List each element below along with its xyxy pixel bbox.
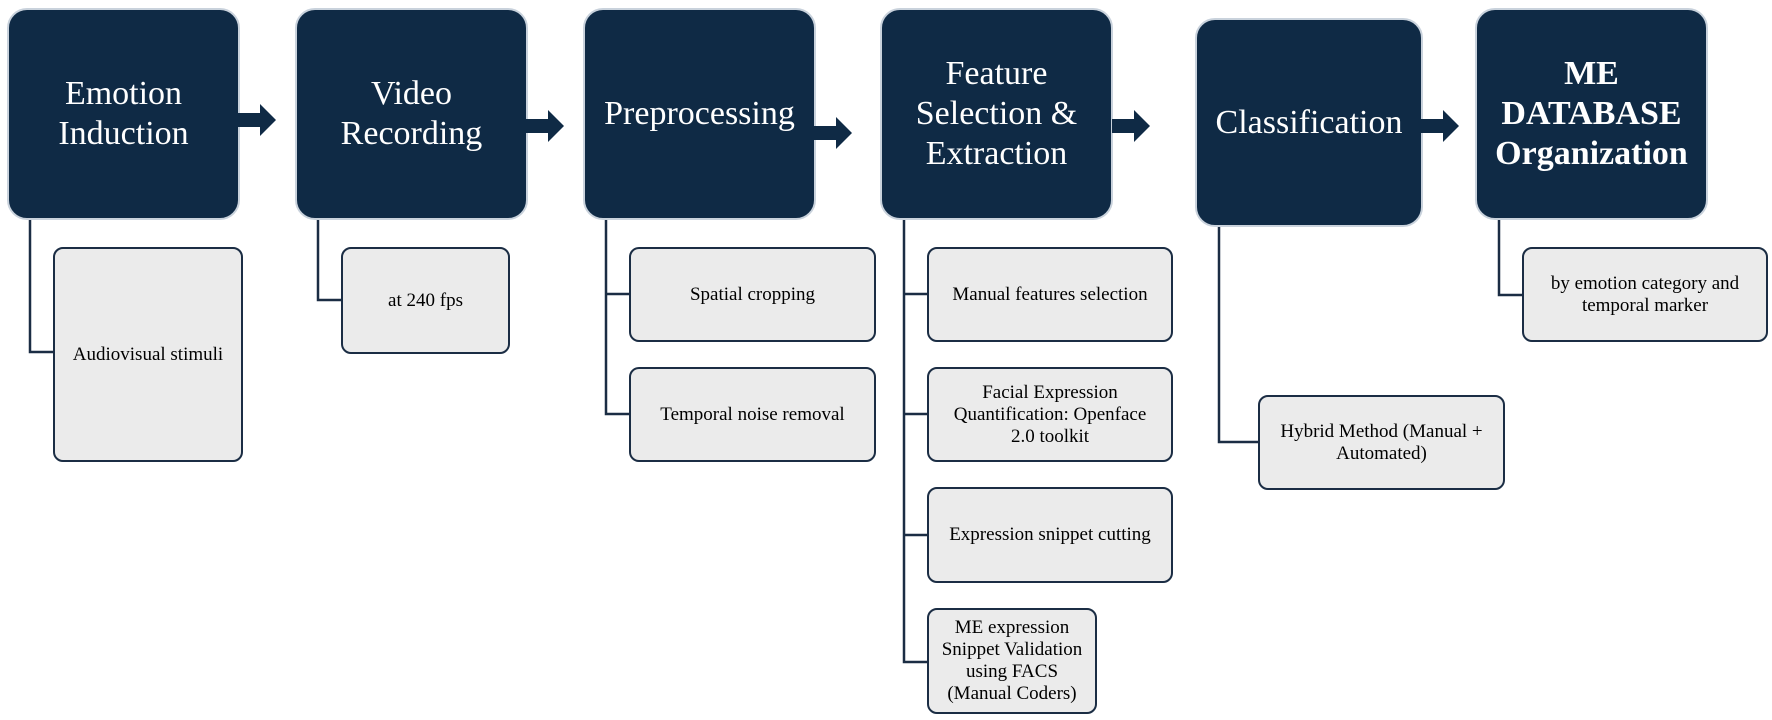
sub-facial-expression-quantification: Facial Expression Quantification: Openfa…: [927, 367, 1173, 462]
sub-audiovisual-stimuli: Audiovisual stimuli: [53, 247, 243, 462]
step-classification: Classification: [1195, 18, 1423, 227]
sub-emotion-category-temporal-marker: by emotion category and temporal marker: [1522, 247, 1768, 342]
step-video-recording: Video Recording: [295, 8, 528, 220]
sub-hybrid-method: Hybrid Method (Manual + Automated): [1258, 395, 1505, 490]
connector-preprocessing: [604, 218, 630, 416]
connector-classification: [1217, 225, 1259, 444]
sub-spatial-cropping: Spatial cropping: [629, 247, 876, 342]
sub-at-240-fps: at 240 fps: [341, 247, 510, 354]
sub-expression-snippet-cutting: Expression snippet cutting: [927, 487, 1173, 583]
sub-me-expression-snippet-validation: ME expression Snippet Validation using F…: [927, 608, 1097, 714]
connector-me-database: [1497, 218, 1523, 297]
step-feature-selection-extraction: Feature Selection & Extraction: [880, 8, 1113, 220]
step-me-database-organization: ME DATABASE Organization: [1475, 8, 1708, 220]
connector-emotion-induction: [28, 218, 54, 354]
connector-video-recording: [316, 218, 342, 302]
step-emotion-induction: Emotion Induction: [7, 8, 240, 220]
connector-feature-extraction: [902, 218, 928, 664]
sub-temporal-noise-removal: Temporal noise removal: [629, 367, 876, 462]
step-preprocessing: Preprocessing: [583, 8, 816, 220]
sub-manual-features-selection: Manual features selection: [927, 247, 1173, 342]
